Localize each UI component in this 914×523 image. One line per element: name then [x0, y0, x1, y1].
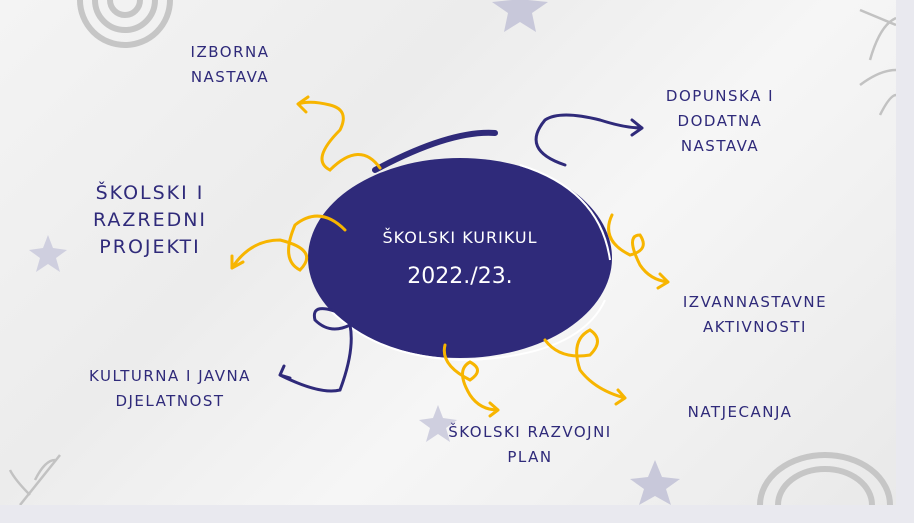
branch-label-line: RAZREDNI	[92, 209, 208, 231]
arrow-kulturna	[278, 307, 353, 393]
center-year: 2022./23.	[407, 264, 513, 289]
branch-label-line: NATJECANJA	[687, 403, 793, 421]
star-icon	[492, 0, 548, 32]
slide: ŠKOLSKI KURIKUL 2022./23. IZBORNA NASTAV…	[0, 0, 896, 505]
center-ellipse	[308, 158, 612, 358]
branch-izvannastavne-aktivnosti[interactable]: IZVANNASTAVNE AKTIVNOSTI	[665, 290, 845, 340]
spiral-decor-bottom	[757, 452, 893, 505]
branch-label-line: PROJEKTI	[99, 236, 201, 258]
branch-label-line: NASTAVA	[680, 137, 760, 155]
arrow-razvojni	[442, 343, 500, 418]
branch-label-line: ŠKOLSKI RAZVOJNI	[448, 423, 612, 441]
spiral-decor-top	[77, 0, 173, 48]
arrow-izvannastavne	[607, 213, 670, 290]
leaf-decor	[8, 8, 896, 505]
center-title: ŠKOLSKI KURIKUL	[382, 228, 538, 247]
branch-izborna-nastava[interactable]: IZBORNA NASTAVA	[170, 40, 290, 90]
branch-kulturna-javna-djelatnost[interactable]: KULTURNA I JAVNA DJELATNOST	[70, 364, 270, 414]
arrow-izborna	[296, 95, 382, 172]
arrow-projekti	[230, 214, 347, 272]
diagram-art	[8, 0, 896, 505]
star-icon	[630, 460, 680, 505]
branch-label-line: ŠKOLSKI I	[95, 182, 205, 204]
star-icon	[419, 405, 457, 442]
branch-skolski-razvojni-plan[interactable]: ŠKOLSKI RAZVOJNI PLAN	[425, 420, 635, 470]
star-icon	[29, 235, 67, 272]
branch-label-line: KULTURNA I JAVNA	[89, 367, 251, 385]
branch-label-line: DODATNA	[677, 112, 763, 130]
arrow-natjecanja	[543, 328, 627, 406]
branch-label-line: AKTIVNOSTI	[703, 318, 807, 336]
branch-label-line: IZBORNA	[190, 43, 270, 61]
branch-dopunska-dodatna-nastava[interactable]: DOPUNSKA I DODATNA NASTAVA	[660, 84, 780, 159]
arrow-dopunska	[534, 113, 644, 167]
branch-label-line: PLAN	[507, 448, 553, 466]
branch-label-line: DJELATNOST	[115, 392, 225, 410]
branch-natjecanja[interactable]: NATJECANJA	[670, 400, 810, 425]
branch-label-line: IZVANNASTAVNE	[682, 293, 828, 311]
branch-skolski-razredni-projekti[interactable]: ŠKOLSKI I RAZREDNI PROJEKTI	[70, 180, 230, 261]
branch-label-line: DOPUNSKA I	[665, 87, 775, 105]
branch-label-line: NASTAVA	[190, 68, 270, 86]
